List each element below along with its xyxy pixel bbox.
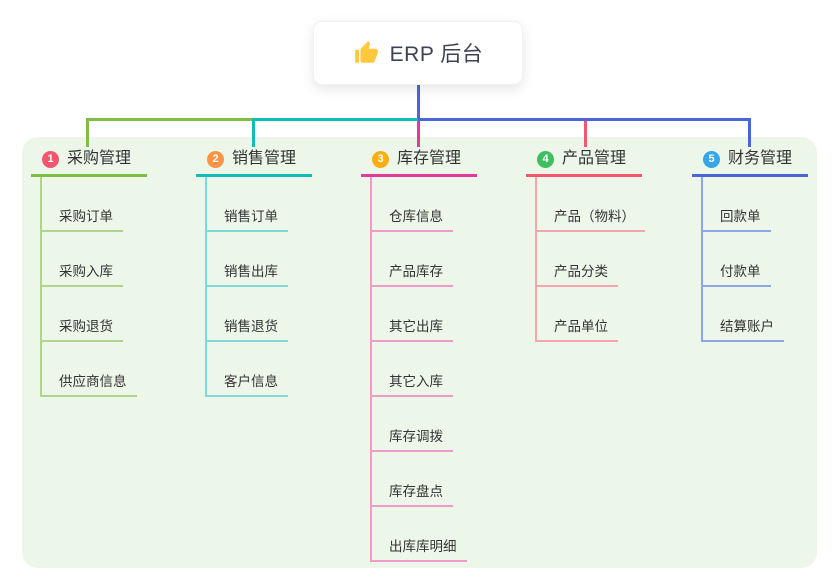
connector-drop-finance — [748, 118, 751, 147]
child-node[interactable]: 客户信息 — [207, 342, 312, 397]
branch-sales-header[interactable]: 2 销售管理 — [196, 149, 313, 177]
child-node[interactable]: 产品分类 — [537, 232, 645, 287]
child-node-label: 库存盘点 — [372, 480, 453, 507]
connector-bus-blue — [418, 118, 750, 121]
thumbs-up-icon — [354, 41, 378, 63]
child-node-label: 其它出库 — [372, 315, 453, 342]
branch-finance-header[interactable]: 5 财务管理 — [692, 149, 809, 177]
badge-2: 2 — [207, 150, 224, 168]
child-node-label: 付款单 — [703, 260, 771, 287]
child-node[interactable]: 其它入库 — [372, 342, 477, 397]
child-node-label: 采购订单 — [42, 205, 123, 232]
badge-5: 5 — [703, 150, 720, 168]
root-node-label: ERP 后台 — [389, 43, 484, 66]
branch-inventory-header[interactable]: 3 库存管理 — [361, 149, 478, 177]
child-node[interactable]: 产品单位 — [537, 287, 645, 342]
child-node-label: 产品分类 — [537, 260, 618, 287]
branch-purchase-header[interactable]: 1 采购管理 — [31, 149, 148, 177]
child-node-label: 采购退货 — [42, 315, 123, 342]
child-node-label: 客户信息 — [207, 370, 288, 397]
badge-4: 4 — [537, 150, 554, 168]
connector-root-drop — [417, 84, 420, 121]
child-node[interactable]: 产品库存 — [372, 232, 477, 287]
branch-label: 采购管理 — [67, 150, 132, 167]
branch-product-children: 产品（物料） 产品分类 产品单位 — [535, 177, 645, 342]
branch-finance: 5 财务管理 回款单 付款单 结算账户 — [692, 149, 809, 342]
child-node[interactable]: 结算账户 — [703, 287, 808, 342]
branch-purchase: 1 采购管理 采购订单 采购入库 采购退货 供应商信息 — [31, 149, 148, 397]
child-node[interactable]: 付款单 — [703, 232, 808, 287]
branch-product: 4 产品管理 产品（物料） 产品分类 产品单位 — [526, 149, 645, 342]
connector-bus-green — [86, 118, 254, 121]
child-node-label: 产品单位 — [537, 315, 618, 342]
child-node-label: 出库库明细 — [372, 535, 467, 562]
connector-drop-inventory — [417, 121, 420, 147]
child-node-label: 回款单 — [703, 205, 771, 232]
child-node[interactable]: 回款单 — [703, 177, 808, 232]
branch-inventory-children: 仓库信息 产品库存 其它出库 其它入库 库存调拨 库存盘点 出库库明细 — [370, 177, 477, 562]
connector-drop-purchase — [86, 118, 89, 147]
child-node-label: 销售出库 — [207, 260, 288, 287]
child-node[interactable]: 销售订单 — [207, 177, 312, 232]
child-node[interactable]: 销售退货 — [207, 287, 312, 342]
badge-1: 1 — [42, 150, 59, 168]
child-node-label: 采购入库 — [42, 260, 123, 287]
connector-bus-teal — [253, 118, 419, 121]
child-node[interactable]: 采购退货 — [42, 287, 147, 342]
child-node-label: 产品（物料） — [537, 205, 645, 232]
branch-label: 库存管理 — [397, 150, 462, 167]
child-node[interactable]: 出库库明细 — [372, 507, 477, 562]
branch-finance-children: 回款单 付款单 结算账户 — [701, 177, 808, 342]
branch-label: 产品管理 — [562, 150, 627, 167]
branch-purchase-children: 采购订单 采购入库 采购退货 供应商信息 — [40, 177, 147, 397]
branch-sales: 2 销售管理 销售订单 销售出库 销售退货 客户信息 — [196, 149, 313, 397]
branch-product-header[interactable]: 4 产品管理 — [526, 149, 643, 177]
child-node[interactable]: 库存调拨 — [372, 397, 477, 452]
child-node[interactable]: 其它出库 — [372, 287, 477, 342]
badge-3: 3 — [372, 150, 389, 168]
child-node-label: 销售退货 — [207, 315, 288, 342]
child-node[interactable]: 库存盘点 — [372, 452, 477, 507]
branches-panel — [22, 137, 817, 568]
child-node-label: 仓库信息 — [372, 205, 453, 232]
child-node[interactable]: 供应商信息 — [42, 342, 147, 397]
branch-label: 财务管理 — [728, 150, 793, 167]
child-node[interactable]: 产品（物料） — [537, 177, 645, 232]
connector-drop-sales — [252, 118, 255, 147]
child-node-label: 其它入库 — [372, 370, 453, 397]
child-node-label: 产品库存 — [372, 260, 453, 287]
child-node-label: 销售订单 — [207, 205, 288, 232]
connector-drop-product — [584, 121, 587, 147]
branch-label: 销售管理 — [232, 150, 297, 167]
child-node-label: 库存调拨 — [372, 425, 453, 452]
branch-inventory: 3 库存管理 仓库信息 产品库存 其它出库 其它入库 库存调拨 库存盘点 出库库… — [361, 149, 478, 562]
child-node[interactable]: 采购订单 — [42, 177, 147, 232]
child-node[interactable]: 仓库信息 — [372, 177, 477, 232]
child-node[interactable]: 销售出库 — [207, 232, 312, 287]
child-node-label: 供应商信息 — [42, 370, 137, 397]
root-node-erp[interactable]: ERP 后台 — [313, 21, 523, 85]
child-node[interactable]: 采购入库 — [42, 232, 147, 287]
child-node-label: 结算账户 — [703, 315, 784, 342]
branch-sales-children: 销售订单 销售出库 销售退货 客户信息 — [205, 177, 312, 397]
